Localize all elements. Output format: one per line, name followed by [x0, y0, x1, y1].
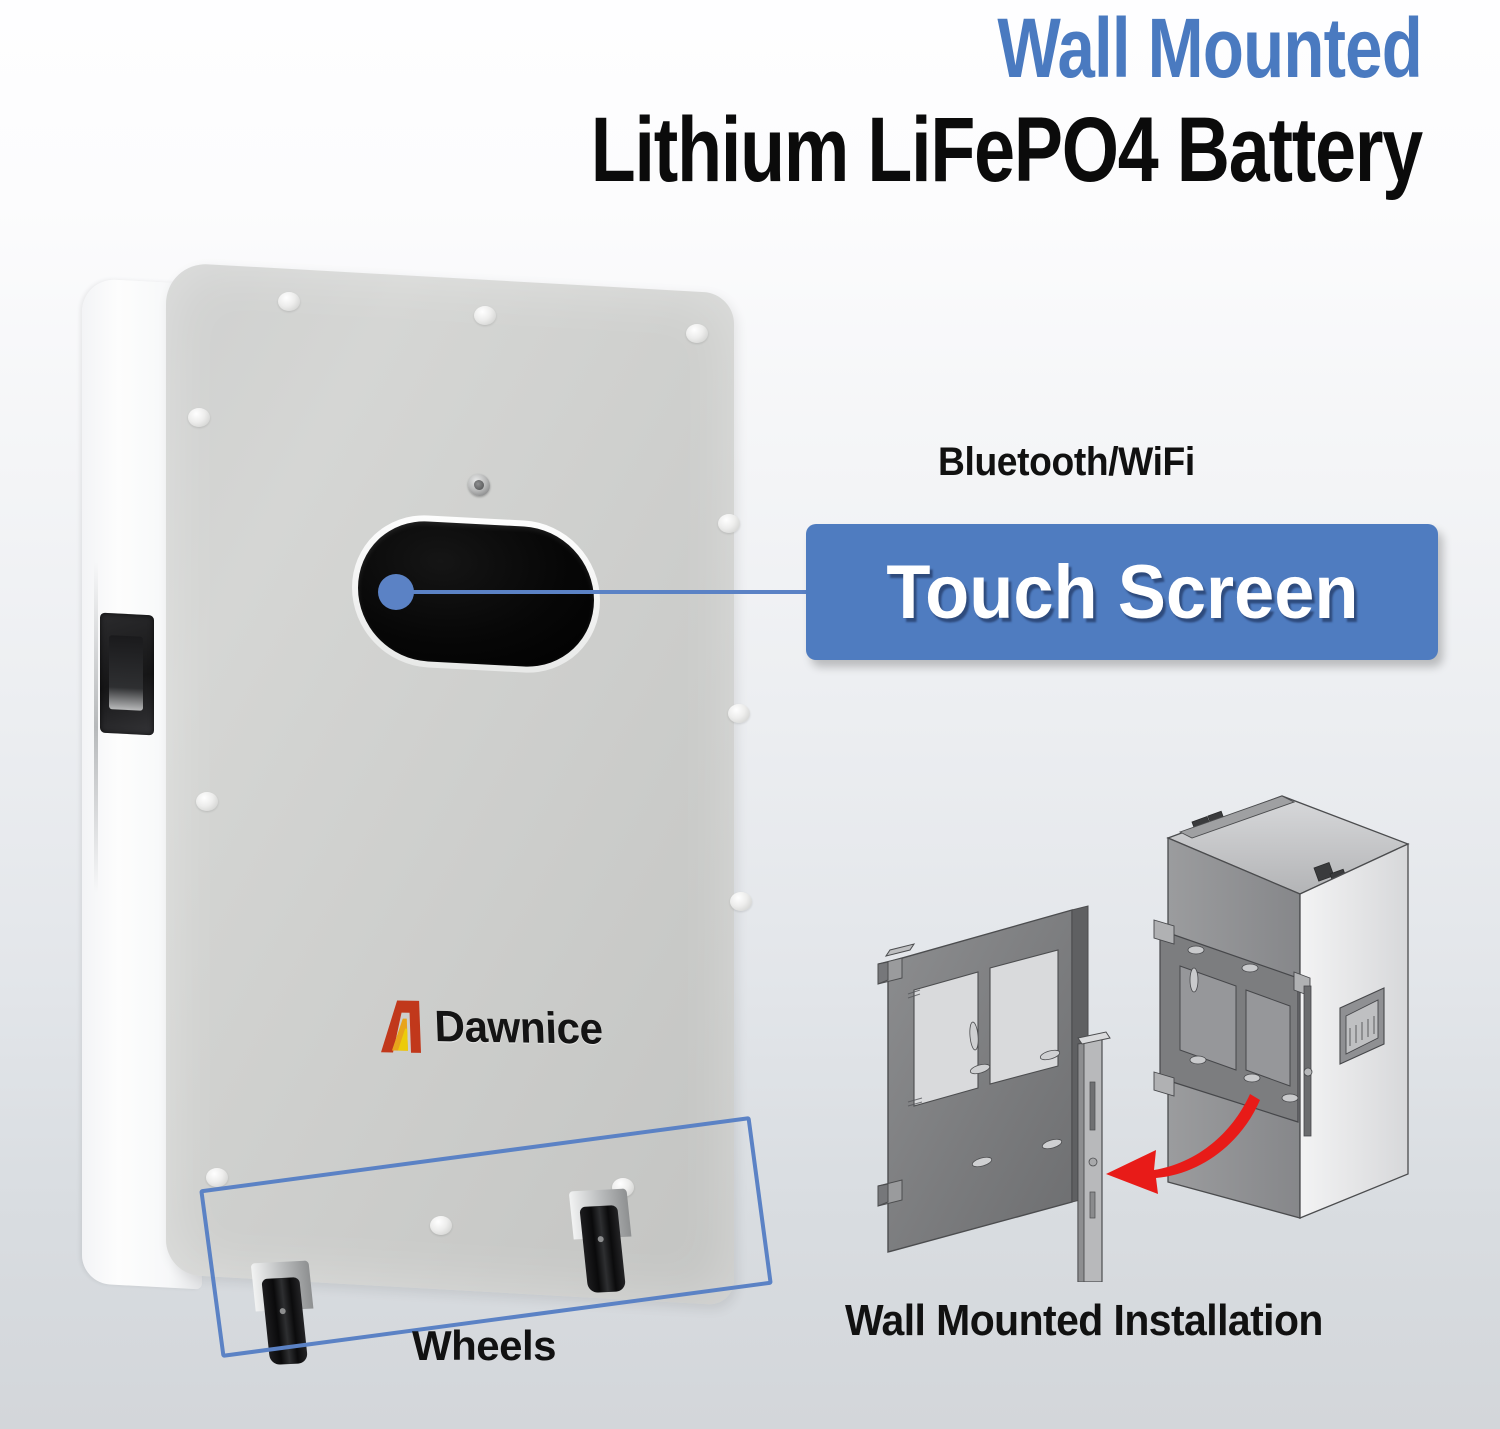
installation-direction-arrow: [1106, 1094, 1260, 1194]
installation-caption: Wall Mounted Installation: [845, 1296, 1323, 1345]
touch-screen-leader-line: [396, 590, 808, 594]
panel-screw: [718, 514, 740, 533]
panel-screw: [728, 704, 750, 723]
dawnice-logo: Dawnice: [377, 998, 607, 1058]
battery-side-handle: [100, 612, 154, 736]
battery-product-photo: Dawnice: [78, 254, 758, 1366]
bluetooth-wifi-label: Bluetooth/WiFi: [938, 440, 1195, 484]
wall-mount-installation-diagram: [862, 782, 1448, 1283]
heading-line-1: Wall Mounted: [997, 1, 1422, 95]
panel-screw: [196, 792, 218, 811]
heading-block: Wall Mounted Lithium LiFePO4 Battery: [0, 0, 1500, 196]
dawnice-logo-text: Dawnice: [433, 1002, 604, 1054]
touch-screen-leader-dot: [378, 574, 414, 610]
dawnice-logo-mark: [377, 998, 423, 1055]
panel-screw: [730, 892, 752, 911]
wall-bracket-plate: [877, 905, 1111, 1283]
panel-screw: [188, 408, 210, 427]
panel-lock-screw: [468, 473, 490, 497]
heading-line-2: Lithium LiFePO4 Battery: [590, 99, 1423, 201]
panel-screw: [206, 1168, 228, 1187]
panel-screw: [474, 306, 496, 325]
battery-side-seam: [94, 561, 98, 893]
panel-screw: [278, 292, 300, 311]
panel-screw: [686, 324, 708, 343]
touch-screen-badge: Touch Screen: [806, 524, 1438, 660]
panel-screw: [430, 1216, 452, 1235]
battery-unit-exploded: [1153, 795, 1410, 1219]
touch-screen-badge-label: Touch Screen: [885, 549, 1359, 635]
wheels-caption: Wheels: [412, 1322, 557, 1369]
